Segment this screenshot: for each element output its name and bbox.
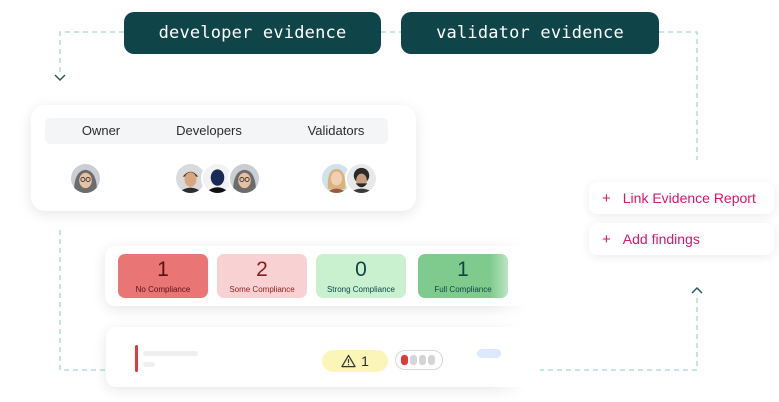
developers-header: Developers [176,123,242,138]
some-compliance-label: Some Compliance [229,285,295,294]
developer-avatar-3[interactable] [228,162,261,195]
chevron-down-icon [54,74,66,82]
team-card: Owner Developers Validators [31,105,416,211]
fade-overlay [490,240,540,400]
link-evidence-report-button[interactable]: + Link Evidence Report [589,182,774,214]
no-compliance-label: No Compliance [135,285,191,294]
developer-evidence-label: developer evidence [158,23,347,43]
placeholder-line [143,351,198,356]
chevron-up-icon [691,286,703,294]
validators-header: Validators [307,123,365,138]
developer-avatar-2[interactable] [201,162,234,195]
full-compliance-label: Full Compliance [434,285,492,294]
warning-count: 1 [361,353,369,369]
plus-icon: + [602,189,611,207]
plus-icon: + [602,230,611,248]
strong-compliance-count: 0 [355,258,367,281]
no-compliance-count: 1 [157,258,169,281]
developer-avatar-1[interactable] [174,162,207,195]
meter-segment [410,355,417,365]
strong-compliance-box[interactable]: 0 Strong Compliance [316,254,406,298]
warning-badge[interactable]: 1 [322,350,388,372]
no-compliance-box[interactable]: 1 No Compliance [118,254,208,298]
developer-evidence-button[interactable]: developer evidence [124,12,381,54]
finding-row-card[interactable] [106,327,526,387]
compliance-summary-card: 1 No Compliance 2 Some Compliance 0 Stro… [105,246,525,306]
some-compliance-box[interactable]: 2 Some Compliance [217,254,307,298]
validator-evidence-label: validator evidence [436,23,624,43]
warning-triangle-icon [341,354,356,368]
validator-avatar-2[interactable] [345,162,378,195]
full-compliance-count: 1 [457,258,469,281]
meter-segment [428,355,435,365]
validator-avatar-1[interactable] [320,162,353,195]
owner-header: Owner [81,123,121,138]
status-pill [477,349,501,358]
severity-meter [395,350,443,370]
some-compliance-count: 2 [256,258,268,281]
validator-evidence-button[interactable]: validator evidence [401,12,659,54]
add-findings-label: Add findings [622,231,700,247]
severity-bar [135,345,138,372]
team-header-row: Owner Developers Validators [45,118,388,144]
meter-segment [419,355,426,365]
meter-segment [401,355,408,365]
owner-avatar[interactable] [69,162,102,195]
add-findings-button[interactable]: + Add findings [589,223,774,255]
link-evidence-report-label: Link Evidence Report [622,190,756,206]
strong-compliance-label: Strong Compliance [326,285,396,294]
placeholder-line [143,362,155,367]
